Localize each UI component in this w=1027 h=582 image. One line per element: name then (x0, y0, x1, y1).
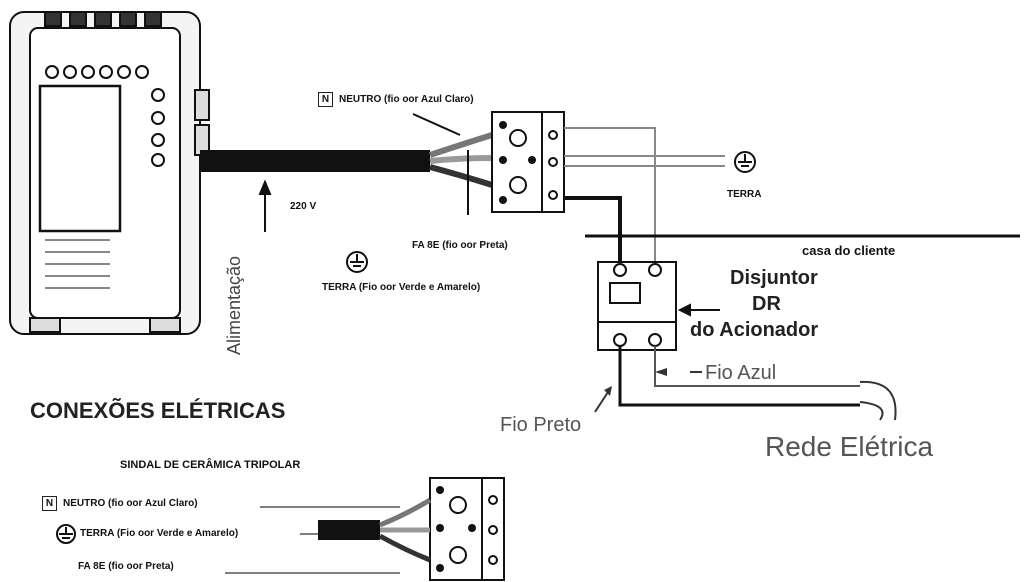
label-terra-wire: TERRA (Fio oor Verde e Amarelo) (322, 282, 481, 293)
controller-device (9, 11, 210, 335)
output-wires (564, 127, 1020, 265)
label-voltage: 220 V (290, 201, 317, 212)
supply-arrow (258, 179, 272, 232)
label-acionador: do Acionador (690, 319, 819, 341)
earth-symbol-right (734, 151, 756, 173)
earth-symbol-wire (346, 251, 368, 273)
neutral-icon-bottom: N (42, 496, 57, 511)
earth-symbol-bottom (56, 524, 76, 544)
label-fio-azul: Fio Azul (705, 362, 777, 384)
neutral-icon: N (318, 92, 333, 107)
label-disjuntor: Disjuntor (730, 267, 818, 289)
label-fio-preto: Fio Preto (500, 414, 582, 436)
label-alimentacao: Alimentação (224, 255, 244, 355)
label-fase-top: FA 8E (fio oor Preta) (412, 240, 508, 251)
dr-breaker (597, 261, 720, 351)
label-rede-eletrica: Rede Elétrica (765, 431, 934, 462)
label-subtitle: SINDAL DE CERÂMICA TRIPOLAR (120, 459, 301, 471)
network-wires (594, 346, 897, 421)
label-casa-cliente: casa do cliente (802, 243, 896, 258)
bottom-cable (225, 497, 432, 574)
label-dr: DR (752, 293, 781, 315)
page-title: CONEXÕES ELÉTRICAS (30, 398, 286, 423)
label-fase-bottom: FA 8E (fio oor Preta) (78, 561, 174, 572)
label-terra: TERRA (727, 189, 762, 200)
label-terra-bottom: TERRA (Fio oor Verde e Amarelo) (80, 528, 239, 539)
power-cable (200, 113, 493, 215)
terminal-block-bottom (429, 477, 505, 581)
terminal-block-top (491, 111, 565, 213)
